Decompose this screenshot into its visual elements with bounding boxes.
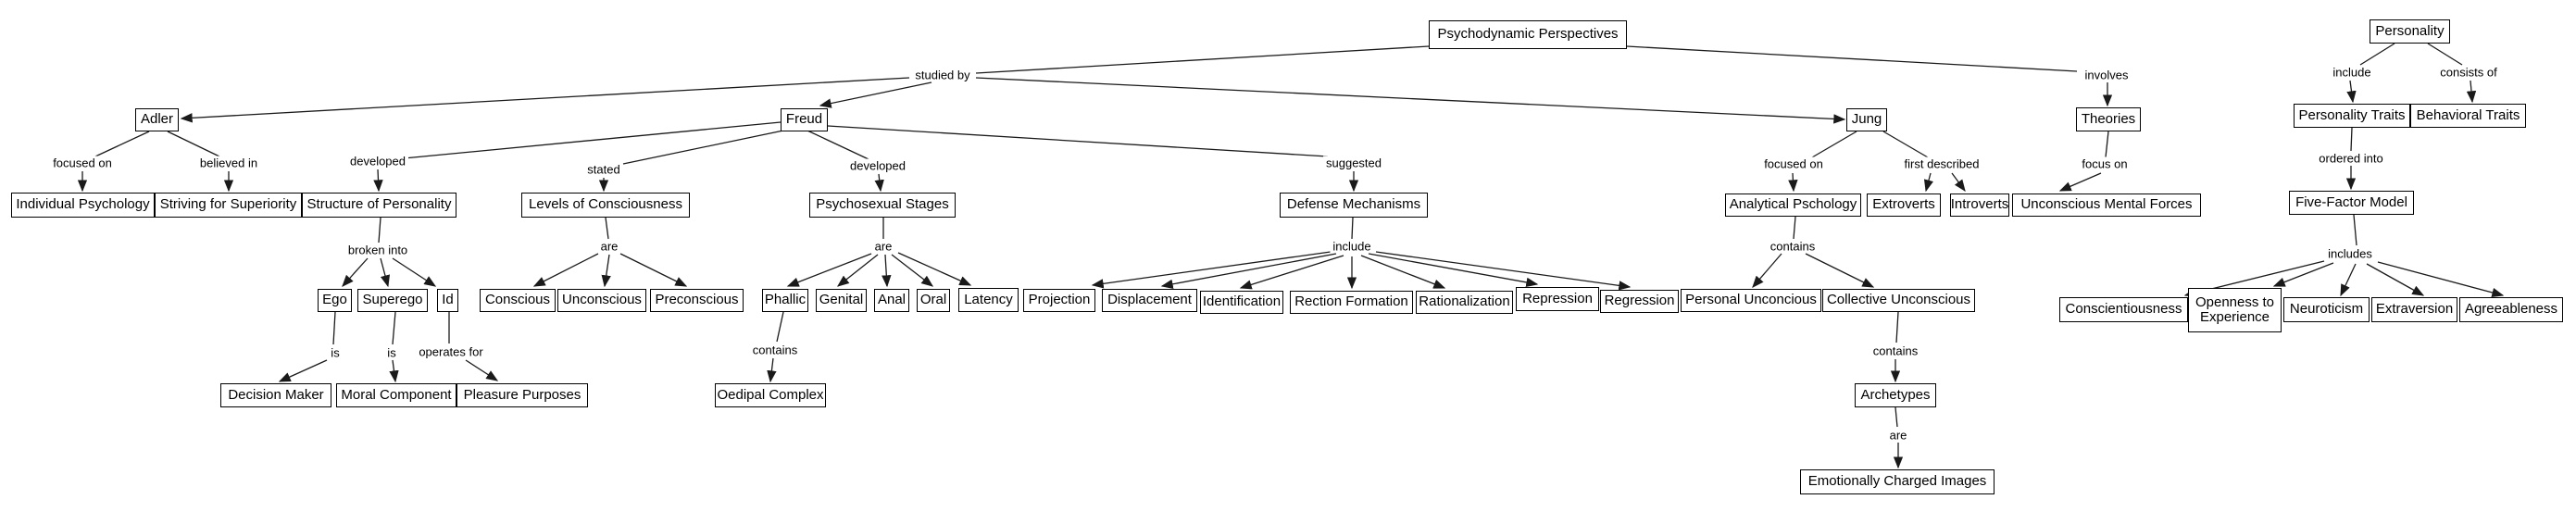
node-jung[interactable]: Jung [1846, 108, 1887, 131]
edge-label-ordered-into[interactable]: ordered into [2316, 151, 2386, 166]
node-openness-to-experience[interactable]: Openness to Experience [2188, 288, 2282, 332]
edge-label-are-levels[interactable]: are [597, 239, 621, 254]
edge-label-include-defense[interactable]: include [1330, 239, 1374, 254]
edge-label-stated[interactable]: stated [584, 162, 623, 177]
edge-label-are-archetypes[interactable]: are [1886, 428, 1910, 443]
node-freud[interactable]: Freud [781, 108, 828, 131]
node-adler[interactable]: Adler [135, 108, 179, 131]
node-displacement[interactable]: Displacement [1102, 289, 1197, 312]
node-personal-unconcious[interactable]: Personal Unconcious [1681, 289, 1821, 312]
edge-label-consists-of[interactable]: consists of [2437, 65, 2500, 80]
node-anal[interactable]: Anal [874, 289, 909, 312]
node-unconscious[interactable]: Unconscious [557, 289, 646, 312]
node-collective-unconscious[interactable]: Collective Unconscious [1822, 289, 1975, 312]
node-theories[interactable]: Theories [2076, 107, 2141, 131]
node-genital[interactable]: Genital [816, 289, 867, 312]
node-psychosexual-stages[interactable]: Psychosexual Stages [809, 193, 956, 218]
edge-label-contains-analytical[interactable]: contains [1767, 239, 1819, 254]
node-archetypes[interactable]: Archetypes [1855, 383, 1936, 407]
node-preconscious[interactable]: Preconscious [650, 289, 744, 312]
node-id[interactable]: Id [437, 289, 458, 312]
node-ego[interactable]: Ego [318, 289, 352, 312]
node-decision-maker[interactable]: Decision Maker [220, 383, 331, 407]
node-personality-traits[interactable]: Personality Traits [2294, 104, 2410, 128]
node-extraversion[interactable]: Extraversion [2371, 297, 2457, 322]
edge-label-studied-by[interactable]: studied by [912, 68, 973, 82]
node-five-factor-model[interactable]: Five-Factor Model [2289, 191, 2414, 215]
edge-label-focused-on-adler[interactable]: focused on [50, 156, 115, 170]
edge-label-involves[interactable]: involves [2082, 68, 2132, 82]
edge-label-first-described[interactable]: first described [1901, 156, 1982, 171]
node-emotionally-charged-images[interactable]: Emotionally Charged Images [1800, 469, 1995, 494]
edge-label-operates-for[interactable]: operates for [416, 344, 486, 359]
edge-label-focused-on-jung[interactable]: focused on [1761, 156, 1826, 171]
edge-label-focus-on[interactable]: focus on [2079, 156, 2131, 171]
node-defense-mechanisms[interactable]: Defense Mechanisms [1280, 193, 1428, 218]
edge-label-include-personality[interactable]: include [2330, 65, 2374, 80]
node-oedipal-complex[interactable]: Oedipal Complex [715, 383, 826, 407]
edge-label-is-ego[interactable]: is [328, 345, 343, 360]
edge-label-developed-stages[interactable]: developed [847, 158, 908, 173]
edge-label-includes-ffm[interactable]: includes [2325, 246, 2375, 261]
node-extroverts[interactable]: Extroverts [1867, 194, 1941, 217]
edge-label-developed-structure[interactable]: developed [347, 154, 408, 169]
node-agreeableness[interactable]: Agreeableness [2459, 297, 2563, 322]
node-structure-of-personality[interactable]: Structure of Personality [302, 193, 456, 218]
node-psychodynamic-perspectives[interactable]: Psychodynamic Perspectives [1429, 20, 1627, 49]
node-unconscious-mental-forces[interactable]: Unconscious Mental Forces [2012, 194, 2201, 217]
node-analytical-pschology[interactable]: Analytical Pschology [1725, 194, 1861, 217]
edge-label-is-superego[interactable]: is [384, 345, 399, 360]
node-latency[interactable]: Latency [958, 288, 1019, 312]
node-moral-component[interactable]: Moral Component [336, 383, 456, 407]
node-rection-formation[interactable]: Rection Formation [1290, 291, 1413, 314]
edge-label-broken-into[interactable]: broken into [344, 243, 411, 257]
edge-label-contains-collective[interactable]: contains [1869, 343, 1921, 358]
node-conscious[interactable]: Conscious [480, 289, 556, 312]
node-regression[interactable]: Regression [1600, 290, 1679, 313]
node-conscientiousness[interactable]: Conscientiousness [2059, 297, 2188, 322]
node-superego[interactable]: Superego [357, 289, 428, 312]
node-neuroticism[interactable]: Neuroticism [2283, 297, 2370, 322]
edge-label-suggested[interactable]: suggested [1323, 156, 1384, 170]
node-striving-for-superiority[interactable]: Striving for Superiority [155, 193, 302, 218]
node-personality[interactable]: Personality [2370, 19, 2450, 44]
node-oral[interactable]: Oral [917, 289, 950, 312]
node-rationalization[interactable]: Rationalization [1416, 291, 1513, 314]
node-repression[interactable]: Repression [1516, 287, 1599, 311]
node-projection[interactable]: Projection [1023, 289, 1095, 312]
node-individual-psychology[interactable]: Individual Psychology [11, 193, 155, 218]
node-pleasure-purposes[interactable]: Pleasure Purposes [456, 383, 588, 407]
edge-label-believed-in[interactable]: believed in [196, 156, 261, 170]
edge-label-are-stages[interactable]: are [871, 239, 895, 254]
edge-label-contains-phallic[interactable]: contains [749, 343, 801, 357]
node-introverts[interactable]: Introverts [1950, 194, 2009, 217]
node-phallic[interactable]: Phallic [762, 289, 808, 312]
node-behavioral-traits[interactable]: Behavioral Traits [2410, 104, 2526, 128]
node-identification[interactable]: Identification [1200, 291, 1283, 314]
node-levels-of-consciousness[interactable]: Levels of Consciousness [521, 193, 690, 218]
